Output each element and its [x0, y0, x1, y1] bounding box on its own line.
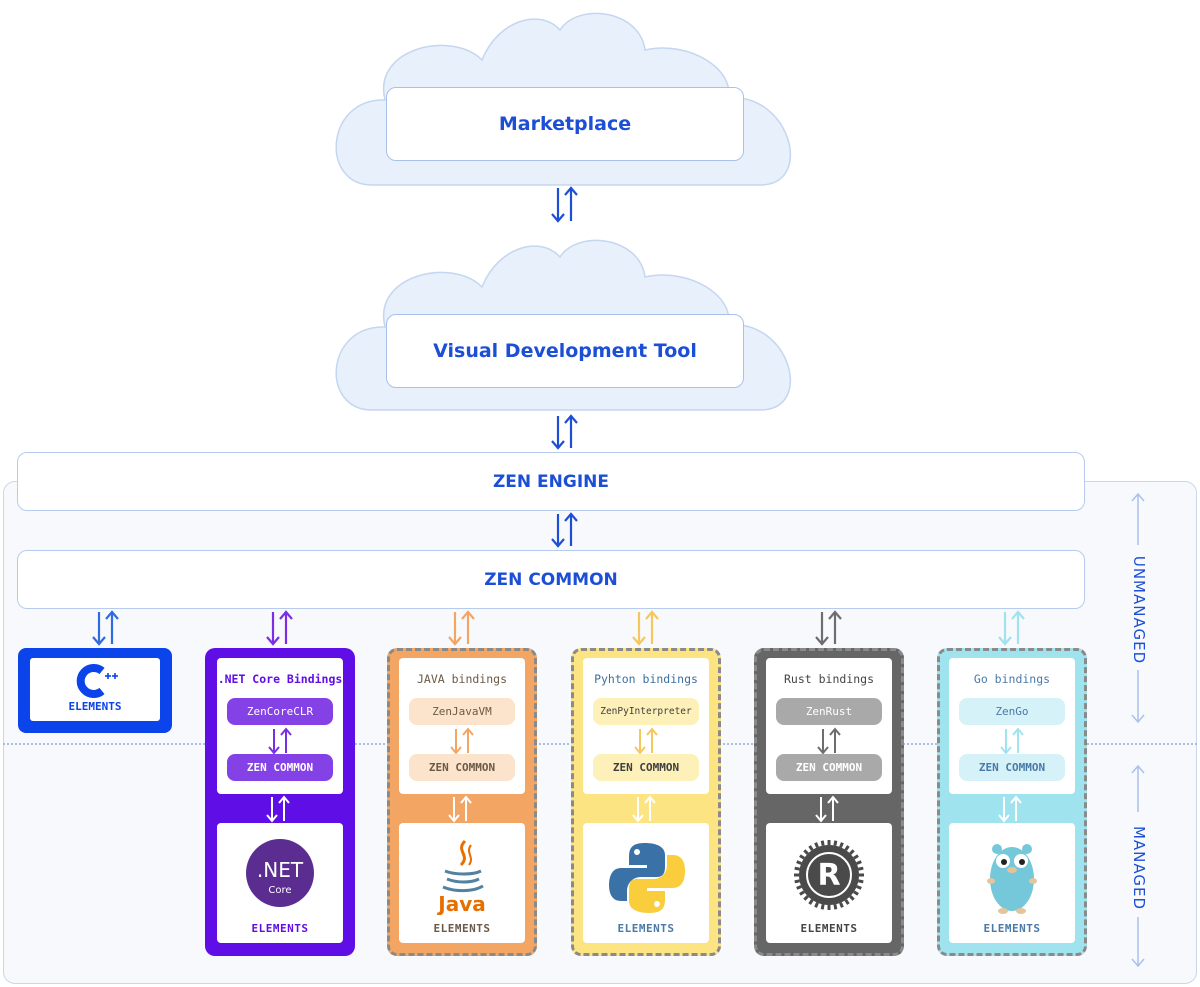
python-zen-common-pill[interactable]: ZEN COMMON [593, 754, 699, 781]
go-bindings-panel: Go bindings ZenGo ZEN COMMON [949, 658, 1075, 794]
go-common-arrows [995, 609, 1029, 651]
java-bindings-panel: JAVA bindings ZenJavaVM ZEN COMMON [399, 658, 525, 794]
zen-engine-bar[interactable]: ZEN ENGINE [17, 452, 1085, 511]
go-common-arrows-icon [998, 610, 1025, 646]
cpp-arrows [92, 610, 119, 646]
clouds-background [335, 12, 792, 411]
java-bindings-title: JAVA bindings [416, 672, 507, 686]
dotnet-bindings-column[interactable]: .NET Core Bindings ZenCoreCLR ZEN COMMON… [205, 648, 355, 956]
unmanaged-range-arrow [1128, 492, 1148, 724]
managed-range [1123, 762, 1153, 970]
java-zen-common-pill[interactable]: ZEN COMMON [409, 754, 515, 781]
visual-development-tool-label: Visual Development Tool [433, 340, 697, 362]
zen-common-label: ZEN COMMON [484, 569, 618, 590]
dotnet-common-arrows-icon [266, 610, 293, 646]
zen-common-bar[interactable]: ZEN COMMON [17, 550, 1085, 609]
python-elements-panel: ELEMENTS [583, 823, 709, 943]
dotnet-logo-main: .NET [257, 858, 304, 882]
go-gopher-icon [987, 844, 1037, 914]
rust-bindings-panel: Rust bindings ZenRust ZEN COMMON [766, 658, 892, 794]
rust-logo-letter: R [817, 858, 840, 893]
dotnet-runtime-pill[interactable]: ZenCoreCLR [227, 698, 333, 725]
rust-bindings-title: Rust bindings [783, 672, 874, 686]
managed-range-arrow [1128, 764, 1148, 968]
dotnet-elements-panel: .NET Core ELEMENTS [217, 823, 343, 943]
java-common-arrows-icon [448, 610, 475, 646]
go-runtime-pill[interactable]: ZenGo [959, 698, 1065, 725]
unmanaged-range [1123, 490, 1153, 726]
python-elements-label: ELEMENTS [617, 922, 675, 935]
java-runtime-pill[interactable]: ZenJavaVM [409, 698, 515, 725]
cpp-elements-label: ELEMENTS [68, 700, 122, 713]
rust-zen-common-pill[interactable]: ZEN COMMON [776, 754, 882, 781]
dotnet-elements-label: ELEMENTS [251, 922, 309, 935]
rust-runtime-pill[interactable]: ZenRust [776, 698, 882, 725]
visual-development-tool-box[interactable]: Visual Development Tool [386, 314, 744, 388]
rust-elements-label: ELEMENTS [800, 922, 858, 935]
java-inner-arrows-icon [450, 727, 474, 755]
dotnet-bindings-panel: .NET Core Bindings ZenCoreCLR ZEN COMMON [217, 658, 343, 794]
vdt-engine-arrows [551, 414, 578, 450]
dotnet-elements-arrows-icon [266, 795, 290, 823]
cpp-logo-icon [76, 664, 118, 698]
python-bindings-title: Pyhton bindings [594, 672, 698, 686]
python-logo-icon [609, 843, 685, 913]
go-elements-panel: ELEMENTS [949, 823, 1075, 943]
java-elements-panel: Java ELEMENTS [399, 823, 525, 943]
java-logo-text: Java [436, 892, 485, 915]
rust-logo-icon: R [794, 840, 864, 910]
cpp-elements-inner: ELEMENTS [30, 658, 160, 721]
java-logo-icon: Java [436, 839, 486, 915]
cpp-elements-box[interactable]: ELEMENTS [18, 648, 172, 733]
marketplace-box[interactable]: Marketplace [386, 87, 744, 161]
java-elements-arrows-icon [448, 795, 472, 823]
rust-common-arrows-icon [815, 610, 842, 646]
marketplace-vdt-arrows [551, 186, 578, 223]
go-inner-arrows-icon [1000, 727, 1024, 755]
zen-engine-label: ZEN ENGINE [492, 471, 610, 492]
marketplace-label: Marketplace [498, 113, 632, 135]
java-inner-arrows [447, 726, 477, 760]
rust-elements-arrows-icon [815, 795, 839, 823]
engine-common-arrows [551, 512, 578, 548]
python-bindings-panel: Pyhton bindings ZenPyInterpreter ZEN COM… [583, 658, 709, 794]
java-elements-label: ELEMENTS [433, 922, 491, 935]
go-elements-arrows-icon [998, 795, 1022, 823]
dotnet-common-arrows [263, 609, 297, 651]
rust-bindings-column[interactable]: Rust bindings ZenRust ZEN COMMON R ELEME… [754, 648, 904, 956]
go-zen-common-pill[interactable]: ZEN COMMON [959, 754, 1065, 781]
python-common-arrows [629, 609, 663, 651]
dotnet-bindings-title: .NET Core Bindings [217, 672, 343, 686]
dotnet-logo-icon: .NET Core [246, 839, 314, 907]
java-elements-arrows [445, 794, 475, 828]
dotnet-zen-common-pill[interactable]: ZEN COMMON [227, 754, 333, 781]
dotnet-inner-arrows-icon [268, 727, 292, 755]
go-inner-arrows [997, 726, 1027, 760]
dotnet-elements-arrows [263, 794, 293, 828]
go-bindings-column[interactable]: Go bindings ZenGo ZEN COMMON ELEMENTS [937, 648, 1087, 956]
unmanaged-label: UNMANAGED [1130, 555, 1148, 665]
dotnet-logo-sub: Core [268, 885, 291, 896]
go-bindings-title: Go bindings [973, 672, 1051, 686]
python-common-arrows-icon [632, 610, 659, 646]
go-elements-arrows [995, 794, 1025, 828]
rust-elements-arrows [812, 794, 842, 828]
python-runtime-pill[interactable]: ZenPyInterpreter [593, 698, 699, 725]
python-inner-arrows [631, 726, 661, 760]
go-elements-label: ELEMENTS [983, 922, 1041, 935]
python-elements-arrows-icon [632, 795, 656, 823]
rust-inner-arrows [814, 726, 844, 760]
rust-elements-panel: R ELEMENTS [766, 823, 892, 943]
java-bindings-column[interactable]: JAVA bindings ZenJavaVM ZEN COMMON Java … [387, 648, 537, 956]
python-inner-arrows-icon [634, 727, 658, 755]
python-bindings-column[interactable]: Pyhton bindings ZenPyInterpreter ZEN COM… [571, 648, 721, 956]
managed-label: MANAGED [1130, 825, 1148, 911]
rust-inner-arrows-icon [817, 727, 841, 755]
dotnet-inner-arrows [265, 726, 295, 760]
python-elements-arrows [629, 794, 659, 828]
java-common-arrows [445, 609, 479, 651]
rust-common-arrows [812, 609, 846, 651]
